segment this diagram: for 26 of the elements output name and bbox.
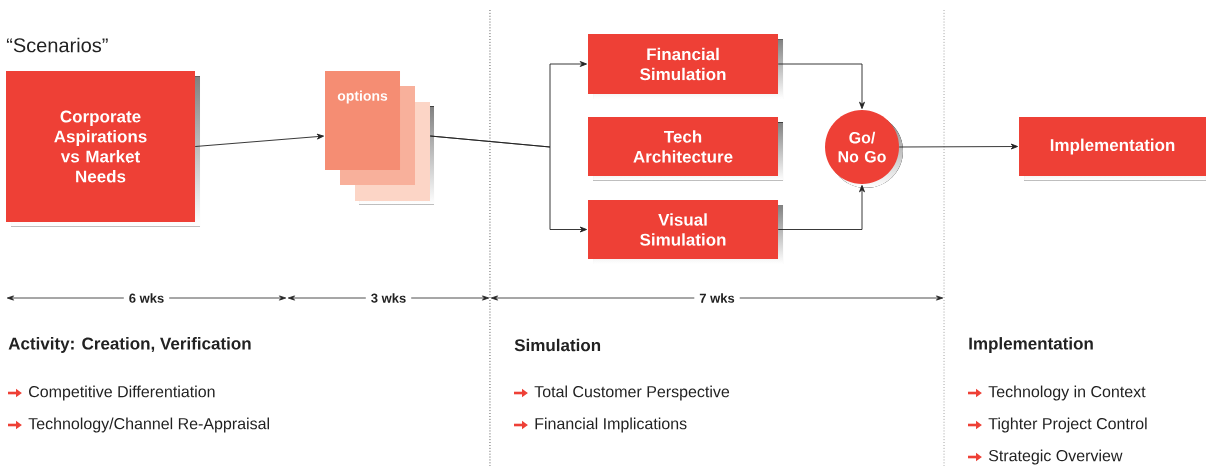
bullet-text: Strategic Overview [988,449,1123,465]
process-box: Corporate Aspirations vs Market Needs [6,71,200,227]
dimension-label: 7 wks [694,292,740,304]
bullet-text: Technology/Channel Re-Appraisal [28,417,269,433]
section-heading: Simulation [514,338,601,352]
arrow [898,143,1019,150]
bullet-text: Technology in Context [988,385,1146,401]
arrow [194,133,324,147]
dimension-label: 6 wks [123,292,170,304]
arrow [777,63,865,109]
process-box: Visual Simulation [588,200,783,264]
bullet-text: Total Customer Perspective [534,385,730,401]
arrow [777,185,865,230]
process-box: Financial Simulation [588,34,783,99]
bullet-text: Tighter Project Control [988,417,1147,433]
process-box: Tech Architecture [588,117,783,181]
process-box: Implementation [1019,117,1206,181]
bullet-text: Competitive Differentiation [29,385,215,401]
dimension-label: 3 wks [365,292,412,304]
options-stack: options [325,71,434,205]
arrow [429,135,588,233]
node-label: options [337,90,388,104]
bullet-text: Financial Implications [535,417,687,433]
section-heading: Activity: Creation, Verification [8,337,251,353]
section-heading: Implementation [969,337,1093,353]
title: “Scenarios” [6,37,108,53]
